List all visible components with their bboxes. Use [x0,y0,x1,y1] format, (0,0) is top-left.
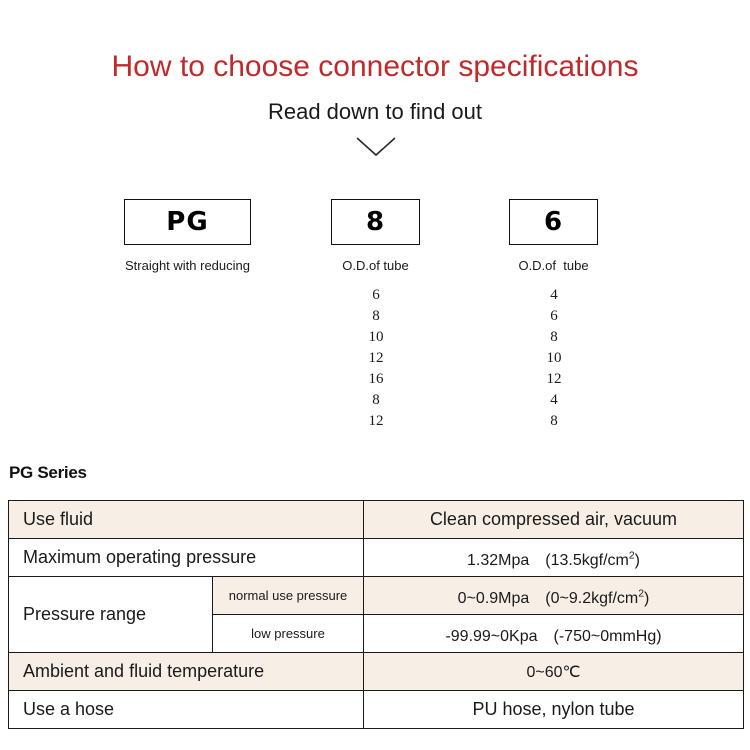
spec-value-max-pressure-exponent: 2 [628,550,635,562]
option-value[interactable]: 12 [368,350,384,366]
spec-table: Use fluid Clean compressed air, vacuum M… [8,500,744,729]
selector-box-tube-od-1[interactable]: 8 [331,199,420,245]
spec-label-use-fluid: Use fluid [8,500,364,539]
option-value[interactable]: 8 [550,413,558,429]
spec-value-max-pressure-tail: ) [634,551,640,569]
spec-value-low-main: -99.99~0Kpa (-750~0mmHg) [445,627,662,645]
spec-value-use-a-hose: PU hose, nylon tube [363,690,744,729]
option-value[interactable]: 12 [368,413,384,429]
spec-value-use-fluid: Clean compressed air, vacuum [363,500,744,539]
spec-value-low-pressure: -99.99~0Kpa (-750~0mmHg) [363,614,744,653]
table-row: Maximum operating pressure 1.32Mpa (13.5… [8,538,744,577]
page-subtitle: Read down to find out [267,99,483,124]
spec-sublabel-normal-use-pressure: normal use pressure [212,576,364,615]
option-value[interactable]: 4 [550,287,558,303]
page-title: How to choose connector specifications [111,50,639,83]
option-value[interactable]: 10 [368,329,384,345]
spec-value-temperature: 0~60℃ [363,652,744,691]
selector-box-tube-od-2[interactable]: 6 [509,199,598,245]
spec-label-temperature: Ambient and fluid temperature [8,652,364,691]
table-row: Ambient and fluid temperature 0~60℃ [8,652,744,691]
spec-table-heading: PG Series [9,463,87,482]
option-value[interactable]: 8 [372,308,380,324]
spec-label-max-pressure: Maximum operating pressure [8,538,364,577]
option-value[interactable]: 10 [546,350,562,366]
option-value[interactable]: 4 [550,392,558,408]
option-value[interactable]: 8 [550,329,558,345]
option-value[interactable]: 16 [368,371,384,387]
spec-label-pressure-range: Pressure range [8,576,213,653]
spec-value-normal-main: 0~0.9Mpa (0~9.2kgf/cm [457,589,639,607]
option-value[interactable]: 12 [546,371,562,387]
spec-label-use-a-hose: Use a hose [8,690,364,729]
table-row: Pressure range normal use pressure 0~0.9… [8,576,744,653]
spec-value-normal-tail: ) [644,589,650,607]
option-value[interactable]: 8 [372,392,380,408]
spec-value-max-pressure-main: 1.32Mpa (13.5kgf/cm [467,551,629,569]
selector-caption-tube-od-1: O.D.of tube [342,258,409,273]
table-row: Use a hose PU hose, nylon tube [8,690,744,729]
spec-value-normal-use-pressure: 0~0.9Mpa (0~9.2kgf/cm2) [363,576,744,615]
selector-box-series[interactable]: PG [124,199,251,245]
option-value[interactable]: 6 [372,287,380,303]
spec-value-max-pressure: 1.32Mpa (13.5kgf/cm2) [363,538,744,577]
selector-caption-series: Straight with reducing [124,258,250,273]
spec-sublabel-low-pressure: low pressure [212,614,364,653]
option-column-tube-od-2: 4 6 8 10 12 4 8 [509,285,599,432]
table-row: Use fluid Clean compressed air, vacuum [8,500,744,539]
option-column-tube-od-1: 6 8 10 12 16 8 12 [331,285,421,432]
chevron-down-icon [355,136,397,160]
spec-value-normal-exponent: 2 [638,588,644,600]
selector-caption-tube-od-2: O.D.of tube [518,258,589,273]
option-value[interactable]: 6 [550,308,558,324]
